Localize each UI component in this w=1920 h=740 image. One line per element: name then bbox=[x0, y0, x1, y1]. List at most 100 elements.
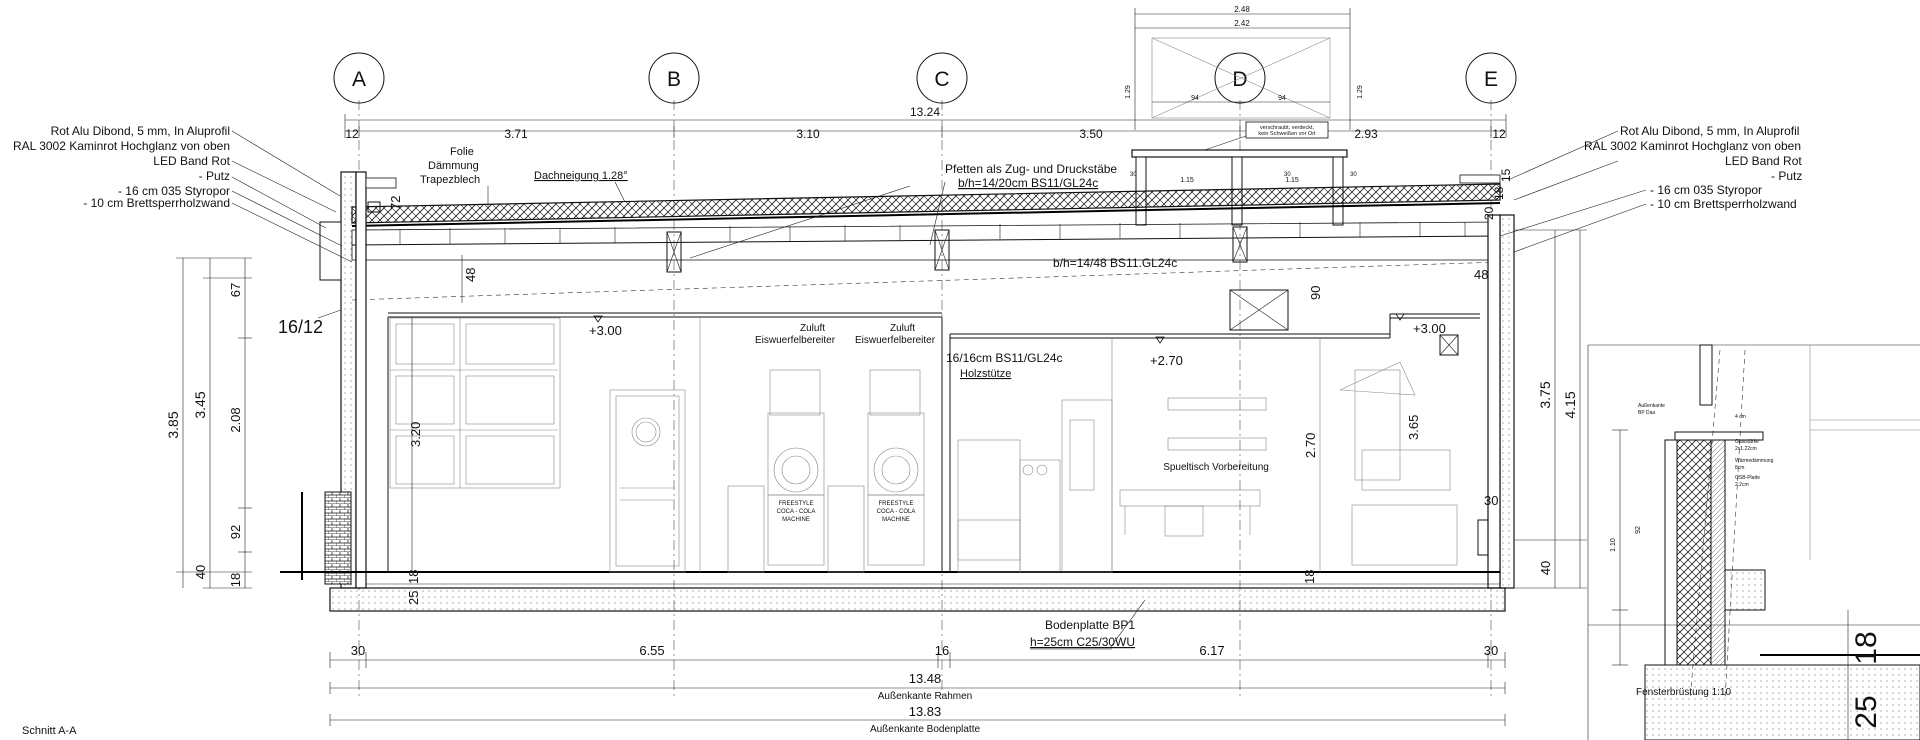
zuluft-1: Zuluft bbox=[800, 323, 825, 334]
dim-bottom-30-right: 30 bbox=[1484, 643, 1498, 658]
roof-slope: Dachneigung 1.28° bbox=[534, 170, 628, 182]
right-label-1: Rot Alu Dibond, 5 mm, In Aluprofil bbox=[1620, 124, 1799, 138]
dim-roof-115-left: 1.15 bbox=[1180, 177, 1194, 184]
purlin-label-1: Pfetten als Zug- und Druckstäbe bbox=[945, 162, 1117, 176]
dim-frame-13-48: 13.48 bbox=[909, 671, 942, 686]
freestyle-1-line-2: COCA - COLA bbox=[777, 509, 816, 515]
right-wall: 20 18 15 48 30 90 bbox=[1308, 168, 1515, 589]
dim-30-right: 30 bbox=[1484, 493, 1498, 508]
detail-note-8: OSB-Platte bbox=[1735, 475, 1760, 481]
floor-slab: 25 18 18 bbox=[280, 570, 1506, 612]
dim-left-2-08: 2.08 bbox=[228, 407, 243, 432]
dim-top-span-6: 12 bbox=[1492, 127, 1506, 141]
dim-left-40: 40 bbox=[193, 565, 208, 579]
freestyle-1-line-1: FREESTYLE bbox=[778, 501, 813, 507]
roof-layer-folie: Folie bbox=[450, 146, 474, 158]
right-label-4: - Putz bbox=[1771, 169, 1802, 183]
axis-bubble-c: C bbox=[916, 52, 968, 104]
dim-90: 90 bbox=[1308, 286, 1323, 300]
dim-roof-94-left: 94 bbox=[1191, 95, 1199, 102]
roof-note-line-1: verschraubt, verdeckt, bbox=[1260, 125, 1315, 131]
detail-note-7: 8cm bbox=[1735, 465, 1744, 471]
detail-dim-110: 1.10 bbox=[1610, 538, 1617, 552]
freestyle-2-line-3: MACHINE bbox=[882, 517, 910, 523]
detail-dim-18: 18 bbox=[1850, 631, 1883, 664]
detail-note-1: Außenkante bbox=[1638, 403, 1665, 409]
slab-label-2: h=25cm C25/30WU bbox=[1030, 635, 1135, 649]
slab-annotation: Bodenplatte BP1 h=25cm C25/30WU bbox=[1030, 599, 1146, 650]
column-label-2: Holzstütze bbox=[960, 368, 1011, 380]
dim-roof-30-c: 30 bbox=[1350, 172, 1357, 178]
axis-label-c: C bbox=[934, 68, 949, 91]
left-vertical-dims: 3.85 3.45 67 2.08 92 40 18 bbox=[165, 257, 252, 589]
dim-bottom-6-17: 6.17 bbox=[1199, 643, 1224, 658]
level-back: +3.00 bbox=[1413, 321, 1446, 336]
dim-18-floor-right: 18 bbox=[1302, 570, 1317, 584]
axis-bubble-e: E bbox=[1465, 52, 1517, 104]
column-label-1: 16/16cm BS11/GL24c bbox=[946, 351, 1063, 365]
detail-note-5: 2x1.22cm bbox=[1735, 446, 1757, 452]
right-label-3: LED Band Rot bbox=[1725, 154, 1802, 168]
axis-label-b: B bbox=[667, 68, 681, 91]
axis-bubble-b: B bbox=[648, 52, 700, 104]
dim-right-40: 40 bbox=[1538, 561, 1553, 575]
axis-label-d: D bbox=[1232, 68, 1247, 91]
section-title: Schnitt A-A bbox=[22, 725, 77, 737]
roof-annotations: Folie Dämmung Trapezblech Dachneigung 1.… bbox=[420, 146, 1177, 270]
left-labels: Rot Alu Dibond, 5 mm, In Aluprofil RAL 3… bbox=[13, 124, 353, 263]
dim-roof-box-inner: 2.42 bbox=[1234, 19, 1250, 28]
left-label-3: LED Band Rot bbox=[153, 154, 230, 168]
axis-label-a: A bbox=[352, 68, 366, 91]
dim-right-4-15: 4.15 bbox=[1562, 391, 1578, 418]
dim-roof-30-a: 30 bbox=[1130, 172, 1137, 178]
level-kitchen: +2.70 bbox=[1150, 353, 1183, 368]
zuluft-2: Zuluft bbox=[890, 323, 915, 334]
detail-note-2: BP Daa bbox=[1638, 410, 1655, 416]
dim-2-70: 2.70 bbox=[1303, 433, 1318, 458]
right-label-6: - 10 cm Brettsperrholzwand bbox=[1650, 197, 1797, 211]
dim-roof-30-b: 30 bbox=[1284, 172, 1291, 178]
axis-bubble-d: D bbox=[1214, 52, 1266, 104]
room-front: 3.20 +3.00 bbox=[387, 315, 951, 573]
purlin-cross-d bbox=[1232, 226, 1248, 263]
dim-20: 20 bbox=[1482, 206, 1496, 220]
dim-25: 25 bbox=[406, 591, 421, 605]
dim-top-span-4: 3.50 bbox=[1079, 127, 1103, 141]
room-drinks: Zuluft Eiswuerfelbereiter Zuluft Eiswuer… bbox=[699, 317, 936, 573]
dim-bottom-16: 16 bbox=[935, 643, 949, 658]
dim-bottom-6-55: 6.55 bbox=[639, 643, 664, 658]
dim-18-floor-left: 18 bbox=[406, 570, 421, 584]
ice-maker-1: Eiswuerfelbereiter bbox=[755, 335, 836, 346]
dim-roof-94-right: 94 bbox=[1278, 95, 1286, 102]
right-labels: Rot Alu Dibond, 5 mm, In Aluprofil RAL 3… bbox=[1499, 124, 1802, 253]
detail-note-3: 4 cm bbox=[1735, 414, 1746, 420]
left-label-1: Rot Alu Dibond, 5 mm, In Aluprofil bbox=[51, 124, 230, 138]
dim-3-65: 3.65 bbox=[1406, 415, 1421, 440]
freestyle-1-line-3: MACHINE bbox=[782, 517, 810, 523]
freestyle-2-line-2: COCA - COLA bbox=[877, 509, 916, 515]
dim-roof-115-right: 1.15 bbox=[1285, 177, 1299, 184]
dim-slab-13-83: 13.83 bbox=[909, 704, 942, 719]
slab-label-1: Bodenplatte BP1 bbox=[1045, 618, 1135, 632]
dim-top-span-5: 2.93 bbox=[1354, 127, 1378, 141]
purlin-label-2: b/h=14/20cm BS11/GL24c bbox=[958, 176, 1098, 190]
purlin-cross-c bbox=[934, 229, 950, 271]
dim-roof-129-left: 1.29 bbox=[1125, 85, 1132, 99]
dim-left-92: 92 bbox=[228, 525, 243, 539]
axis-label-e: E bbox=[1484, 68, 1498, 91]
dim-3-20: 3.20 bbox=[408, 422, 423, 447]
left-label-5: - 16 cm 035 Styropor bbox=[118, 184, 230, 198]
left-label-4: - Putz bbox=[199, 169, 230, 183]
dim-15: 15 bbox=[1499, 168, 1513, 182]
level-front: +3.00 bbox=[589, 323, 622, 338]
dim-left-3-45: 3.45 bbox=[192, 391, 208, 418]
sink-label: Spueltisch Vorbereitung bbox=[1163, 462, 1269, 473]
left-wall: 72 48 16/12 bbox=[278, 171, 478, 589]
dim-48-right: 48 bbox=[1474, 267, 1488, 282]
dim-roof-129-right: 1.29 bbox=[1357, 85, 1364, 99]
detail-title: Fensterbrüstung 1:10 bbox=[1636, 687, 1731, 698]
dim-18-right-top: 18 bbox=[1492, 186, 1506, 200]
detail-dim-92: 92 bbox=[1635, 526, 1642, 534]
dim-48-left: 48 bbox=[463, 268, 478, 282]
